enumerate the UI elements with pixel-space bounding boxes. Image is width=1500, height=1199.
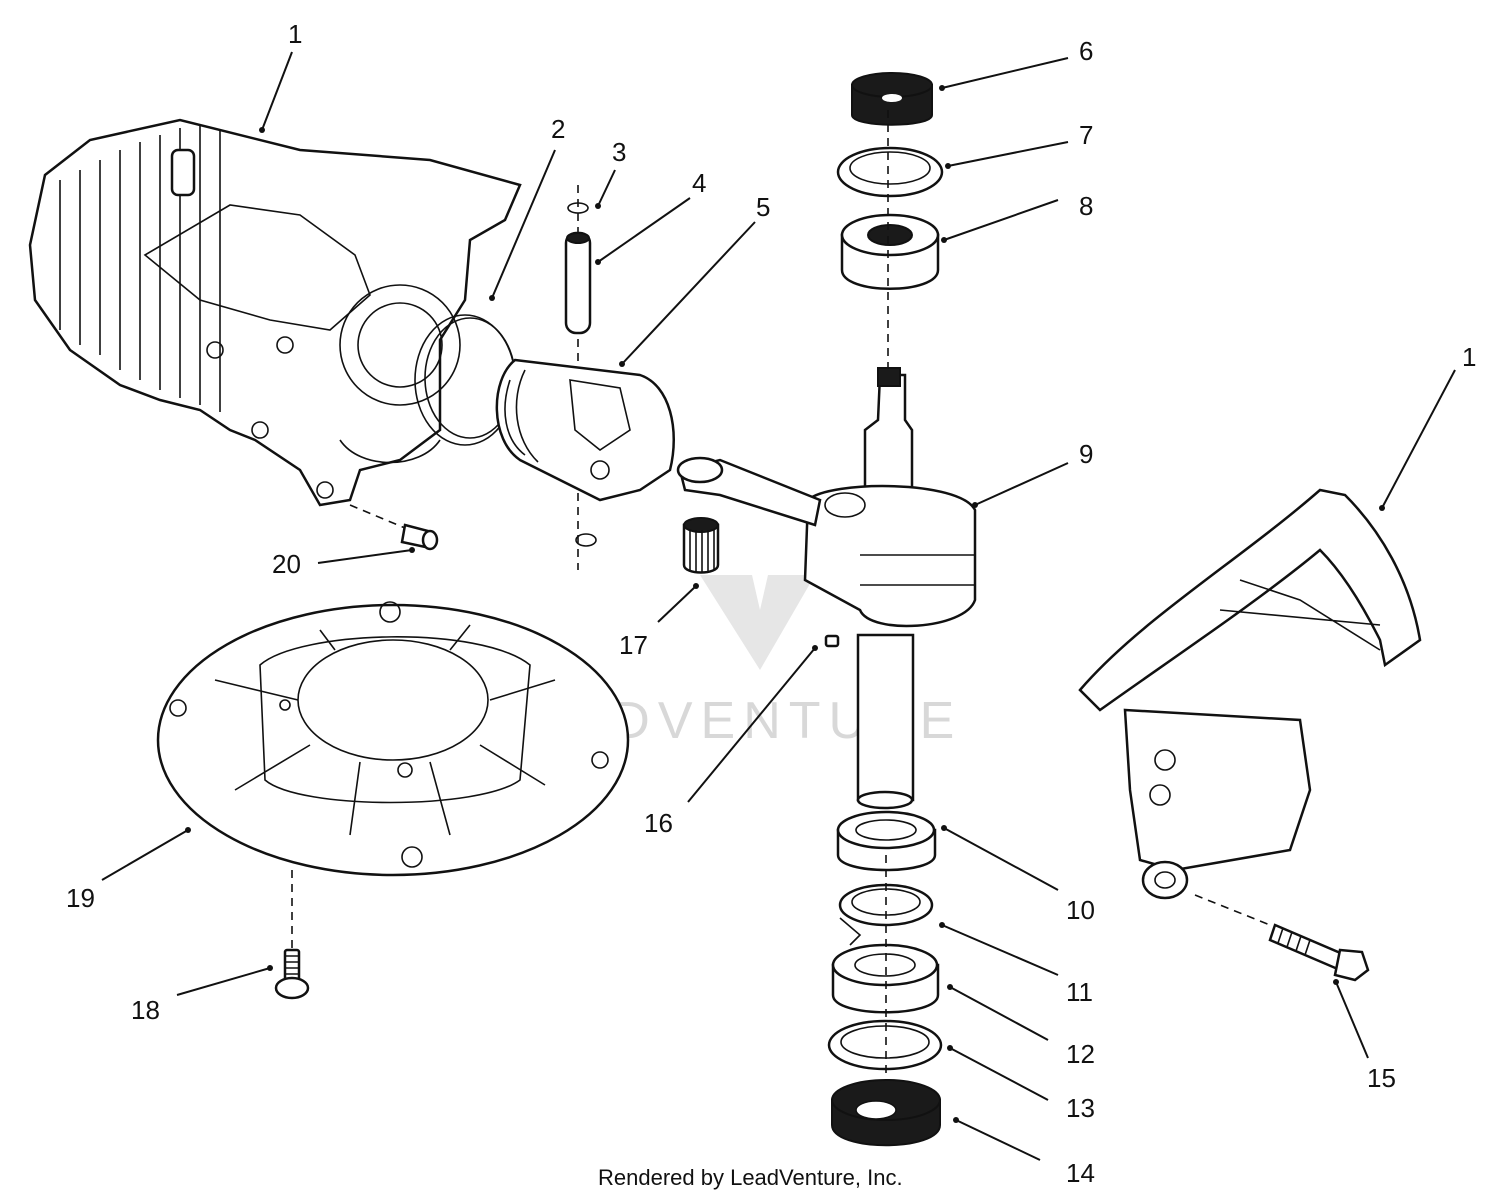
callout-11: 11 — [1066, 977, 1093, 1007]
leader-lines — [101, 51, 1456, 1161]
bolt-part-15 — [1268, 923, 1370, 982]
callout-3: 3 — [612, 137, 626, 167]
screw-part-18 — [274, 948, 310, 1000]
crankcase-half-part-1 — [1078, 488, 1422, 900]
oil-seal-part-6 — [851, 72, 933, 126]
flange-plate-part-19 — [156, 601, 630, 877]
callout-7: 7 — [1079, 120, 1093, 150]
callout-8: 8 — [1079, 191, 1093, 221]
engine-block-part-1 — [28, 118, 522, 507]
callout-9: 9 — [1079, 439, 1093, 469]
connecting-rod — [676, 456, 822, 527]
crankshaft-part-9 — [803, 367, 977, 810]
snap-ring-part-7 — [836, 146, 944, 198]
piston-part-5 — [495, 358, 675, 502]
woodruff-key-part-16 — [824, 634, 840, 648]
callout-13: 13 — [1066, 1093, 1095, 1123]
spacer-part-10 — [836, 810, 937, 872]
bearing-part-8 — [840, 213, 940, 290]
oil-seal-part-14 — [831, 1079, 941, 1147]
callout-19: 19 — [66, 883, 95, 913]
snap-ring-part-13 — [827, 1019, 943, 1071]
callout-18: 18 — [131, 995, 160, 1025]
callout-1-left: 1 — [288, 19, 302, 49]
dowel-pin-part-20 — [400, 523, 439, 551]
callout-14: 14 — [1066, 1158, 1095, 1188]
callout-16: 16 — [644, 808, 673, 838]
callout-12: 12 — [1066, 1039, 1095, 1069]
callout-10: 10 — [1066, 895, 1095, 925]
callout-4: 4 — [692, 168, 706, 198]
render-credit: Rendered by LeadVenture, Inc. — [598, 1165, 903, 1190]
callout-6: 6 — [1079, 36, 1093, 66]
callout-1-right: 1 — [1462, 342, 1476, 372]
callout-15: 15 — [1367, 1063, 1396, 1093]
watermark-logo — [700, 575, 815, 670]
callout-5: 5 — [756, 192, 770, 222]
callout-20: 20 — [272, 549, 301, 579]
callout-2: 2 — [551, 114, 565, 144]
callout-17: 17 — [619, 630, 648, 660]
needle-bearing-part-17 — [682, 517, 720, 574]
callout-labels: 1 1 2 3 4 5 6 7 8 9 10 11 12 13 14 15 16… — [66, 19, 1476, 1188]
wrist-pin-part-4 — [564, 231, 592, 335]
